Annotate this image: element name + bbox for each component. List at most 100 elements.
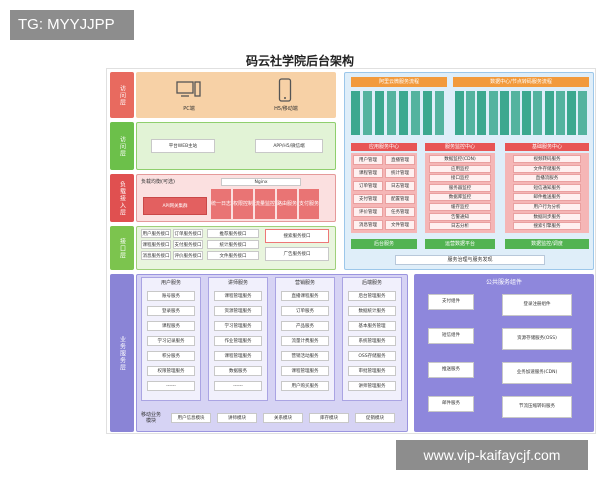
bottom-tab-0[interactable]: 后台服务 — [351, 239, 417, 249]
service-item[interactable]: 权限管理服务 — [147, 366, 195, 376]
iface-btn-8[interactable]: 文件服务接口 — [207, 251, 259, 260]
iface-btn-2[interactable]: 课程服务接口 — [141, 240, 171, 249]
mid-center-cell[interactable]: 数据监控(CDN) — [429, 155, 491, 163]
iface-btn-5[interactable]: 评价服务接口 — [173, 251, 203, 260]
service-item[interactable]: 数据统计服务 — [348, 306, 396, 316]
public-component[interactable]: 短信组件 — [428, 328, 474, 344]
mid-right-cell[interactable]: 直播流服务 — [513, 174, 581, 183]
bottom-tab-1[interactable]: 运营数据平台 — [425, 239, 495, 249]
mid-left2-cell[interactable]: 统计管理 — [385, 168, 415, 178]
nginx-box[interactable]: Nginx — [221, 178, 301, 186]
service-item[interactable]: 资源管理服务 — [214, 306, 262, 316]
iface-btn-1[interactable]: 订单服务接口 — [173, 229, 203, 238]
service-item[interactable]: 学习记录服务 — [147, 336, 195, 346]
service-item[interactable]: ------ — [214, 381, 262, 391]
feature-auth[interactable]: 权限控制 — [233, 189, 253, 219]
mid-left-cell[interactable]: 支付管理 — [353, 194, 383, 204]
service-item[interactable]: 数据服务 — [214, 366, 262, 376]
mid-center-cell[interactable]: 应用监控 — [429, 164, 491, 173]
service-item[interactable]: 登录服务 — [147, 306, 195, 316]
public-component[interactable]: 资源存储服务(OSS) — [502, 328, 572, 350]
public-component[interactable]: 业务加速服务(CDN) — [502, 362, 572, 384]
service-item[interactable]: 课程管理服务 — [214, 291, 262, 301]
mid-right-cell[interactable]: 视频转码服务 — [513, 155, 581, 163]
service-item[interactable]: 讲师管理服务 — [348, 381, 396, 391]
mid-left-cell[interactable]: 评价管理 — [353, 207, 383, 217]
iface-btn-4[interactable]: 消息服务接口 — [141, 251, 171, 260]
module-item[interactable]: 讲师模块 — [217, 413, 257, 423]
mini-bar — [555, 91, 565, 135]
mid-right-cell[interactable]: 文件存储服务 — [513, 164, 581, 173]
iface-btn-7[interactable]: 统计服务接口 — [207, 240, 259, 249]
mid-left2-cell[interactable]: 文件管理 — [385, 220, 415, 230]
mid-left2-cell[interactable]: 配置管理 — [385, 194, 415, 204]
service-item[interactable]: OSS存储服务 — [348, 351, 396, 361]
mid-left-cell[interactable]: 订单管理 — [353, 181, 383, 191]
mid-left2-cell[interactable]: 直播管理 — [385, 155, 415, 165]
service-item[interactable]: 审批管理服务 — [348, 366, 396, 376]
mid-center-cell[interactable]: 告警通知 — [429, 212, 491, 221]
service-item[interactable]: 产品服务 — [281, 321, 329, 331]
app-portal[interactable]: APP/H5/微信端 — [255, 139, 323, 153]
mini-bar — [411, 91, 420, 135]
mid-right-cell[interactable]: 用户行为分析 — [513, 203, 581, 211]
public-component[interactable]: 邮件服务 — [428, 396, 474, 412]
mid-center-cell[interactable]: 缓存监控 — [429, 203, 491, 211]
module-item[interactable]: 促销模块 — [355, 413, 395, 423]
public-component[interactable]: 推送服务 — [428, 362, 474, 378]
mid-left-cell[interactable]: 消息管理 — [353, 220, 383, 230]
service-item[interactable]: 订单服务 — [281, 306, 329, 316]
mid-center-cell[interactable]: 接口监控 — [429, 174, 491, 183]
service-item[interactable]: 积分服务 — [147, 351, 195, 361]
mid-center-cell[interactable]: 服务器监控 — [429, 183, 491, 192]
service-item[interactable]: 用户购买服务 — [281, 381, 329, 391]
mid-left2-cell[interactable]: 日志管理 — [385, 181, 415, 191]
mid-right-cell[interactable]: 邮件推送服务 — [513, 193, 581, 202]
module-item[interactable]: 用户信息模块 — [171, 413, 211, 423]
service-item[interactable]: 课程管理服务 — [281, 366, 329, 376]
mini-bar — [466, 91, 476, 135]
web-portal[interactable]: 平台WEB主站 — [151, 139, 215, 153]
public-component[interactable]: 节流压缩转码服务 — [502, 396, 572, 418]
service-item[interactable]: 流量计费服务 — [281, 336, 329, 346]
api-gateway[interactable]: API网关集群 — [143, 197, 207, 215]
mini-bar — [423, 91, 432, 135]
iface-btn-6[interactable]: 推荐服务接口 — [207, 229, 259, 238]
mid-left2-cell[interactable]: 任务管理 — [385, 207, 415, 217]
public-component[interactable]: 支付组件 — [428, 294, 474, 310]
service-item[interactable]: 后台管理服务 — [348, 291, 396, 301]
iface-btn-10[interactable]: 广告服务接口 — [265, 247, 329, 261]
public-component[interactable]: 登录注册组件 — [502, 294, 572, 316]
service-item[interactable]: 账号服务 — [147, 291, 195, 301]
feature-traffic[interactable]: 流量监控 — [255, 189, 275, 219]
bottom-tab-2[interactable]: 数据监控/调度 — [505, 239, 589, 249]
iface-btn-9[interactable]: 搜索服务接口 — [265, 229, 329, 243]
feature-log[interactable]: 统一日志 — [211, 189, 231, 219]
module-item[interactable]: 关系模块 — [263, 413, 303, 423]
mid-left-cell[interactable]: 课程管理 — [353, 168, 383, 178]
mini-bar — [544, 91, 554, 135]
mid-center-cell[interactable]: 数据库监控 — [429, 193, 491, 202]
mid-left-cell[interactable]: 用户管理 — [353, 155, 383, 165]
mid-center-cell[interactable]: 日志分析 — [429, 222, 491, 231]
iface-btn-3[interactable]: 支付服务接口 — [173, 240, 203, 249]
service-item[interactable]: 系统管理服务 — [348, 336, 396, 346]
mid-right-cell[interactable]: 数据同步服务 — [513, 212, 581, 221]
service-item[interactable]: 营销活动服务 — [281, 351, 329, 361]
service-item[interactable]: 作业管理服务 — [214, 336, 262, 346]
gateway-band: 负载均衡(可选) Nginx API网关集群 统一日志 权限控制 流量监控 路由… — [136, 174, 336, 222]
service-item[interactable]: 直播课程服务 — [281, 291, 329, 301]
mid-right-cell[interactable]: 短信通知服务 — [513, 183, 581, 192]
service-item[interactable]: 基本服务管理 — [348, 321, 396, 331]
iface-btn-0[interactable]: 用户服务接口 — [141, 229, 171, 238]
feature-route[interactable]: 路由服务 — [277, 189, 297, 219]
mini-bar — [499, 91, 509, 135]
mid-right-cell[interactable]: 搜索引擎服务 — [513, 222, 581, 231]
feature-pay[interactable]: 支付服务 — [299, 189, 319, 219]
service-item[interactable]: 课程服务 — [147, 321, 195, 331]
service-item[interactable]: ------ — [147, 381, 195, 391]
module-item[interactable]: 库存模块 — [309, 413, 349, 423]
mini-bar — [477, 91, 487, 135]
service-item[interactable]: 学习管理服务 — [214, 321, 262, 331]
service-item[interactable]: 课程管理服务 — [214, 351, 262, 361]
